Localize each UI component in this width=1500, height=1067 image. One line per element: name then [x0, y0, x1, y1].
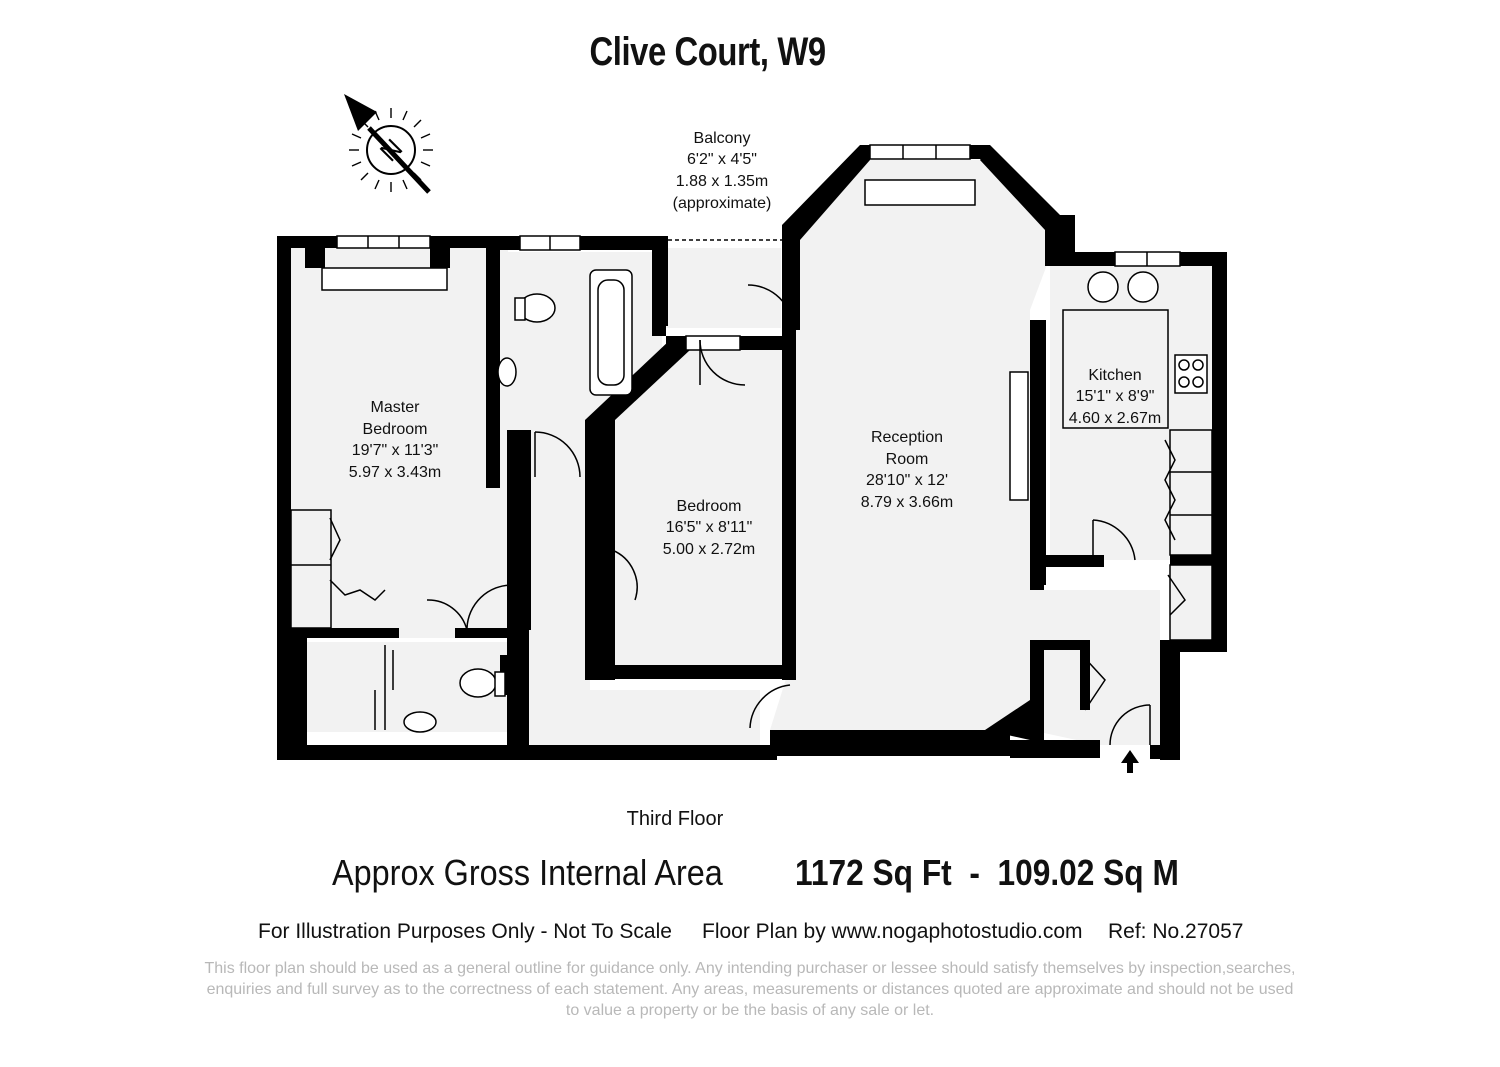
- walls: [277, 145, 1227, 760]
- balcony-dim-imperial: 6'2" x 4'5": [687, 151, 757, 168]
- master-radiator: [321, 267, 448, 291]
- balcony-name: Balcony: [694, 130, 751, 147]
- hob: [1174, 354, 1208, 394]
- reception-name-2: Room: [886, 451, 929, 468]
- reception-dim-imperial: 28'10" x 12': [866, 472, 948, 489]
- area-summary: Approx Gross Internal Area 1172 Sq Ft - …: [0, 852, 1500, 904]
- balcony-note: (approximate): [673, 195, 772, 212]
- doors: [329, 284, 1186, 746]
- sink: [1087, 271, 1119, 303]
- bedroom-name: Bedroom: [677, 498, 742, 515]
- ref-note: Ref: No.27057: [1108, 920, 1244, 943]
- master-name-1: Master: [371, 399, 421, 416]
- basin: [497, 357, 517, 387]
- disclaimer: This floor plan should be used as a gene…: [204, 960, 1296, 1019]
- entrance-arrow-icon: [1121, 750, 1139, 773]
- reception-dim-metric: 8.79 x 3.66m: [861, 494, 954, 511]
- illustration-note: For Illustration Purposes Only - Not To …: [258, 920, 672, 943]
- fixtures: [290, 179, 1213, 733]
- kitchen-name: Kitchen: [1088, 367, 1141, 384]
- notes-line: For Illustration Purposes Only - Not To …: [0, 920, 1500, 950]
- bedroom-dim-metric: 5.00 x 2.72m: [663, 541, 756, 558]
- master-dim-imperial: 19'7" x 11'3": [352, 442, 439, 459]
- kitchen-dim-metric: 4.60 x 2.67m: [1069, 410, 1162, 427]
- area-label: Approx Gross Internal Area: [332, 852, 723, 893]
- room-labels: Balcony 6'2" x 4'5" 1.88 x 1.35m (approx…: [349, 130, 1162, 558]
- plan-title: Clive Court, W9: [589, 30, 826, 74]
- reception-radiator: [864, 179, 976, 206]
- bedroom-dim-imperial: 16'5" x 8'11": [666, 519, 753, 536]
- master-name-2: Bedroom: [363, 421, 428, 438]
- floor-label: Third Floor: [626, 808, 724, 830]
- basin-2: [403, 711, 437, 733]
- windows: [336, 144, 1181, 351]
- kitchen-dim-imperial: 15'1" x 8'9": [1076, 388, 1155, 405]
- floor-area: [290, 160, 1215, 745]
- reception-cabinet: [1009, 371, 1029, 501]
- credit-note: Floor Plan by www.nogaphotostudio.com: [702, 920, 1083, 943]
- kitchen-worktop: [1062, 309, 1169, 429]
- balcony-dim-metric: 1.88 x 1.35m: [676, 173, 769, 190]
- compass-icon: N: [344, 94, 433, 194]
- master-dim-metric: 5.97 x 3.43m: [349, 464, 442, 481]
- reception-name-1: Reception: [871, 429, 943, 446]
- toilet-2: [459, 668, 497, 698]
- area-value: 1172 Sq Ft - 109.02 Sq M: [795, 852, 1179, 893]
